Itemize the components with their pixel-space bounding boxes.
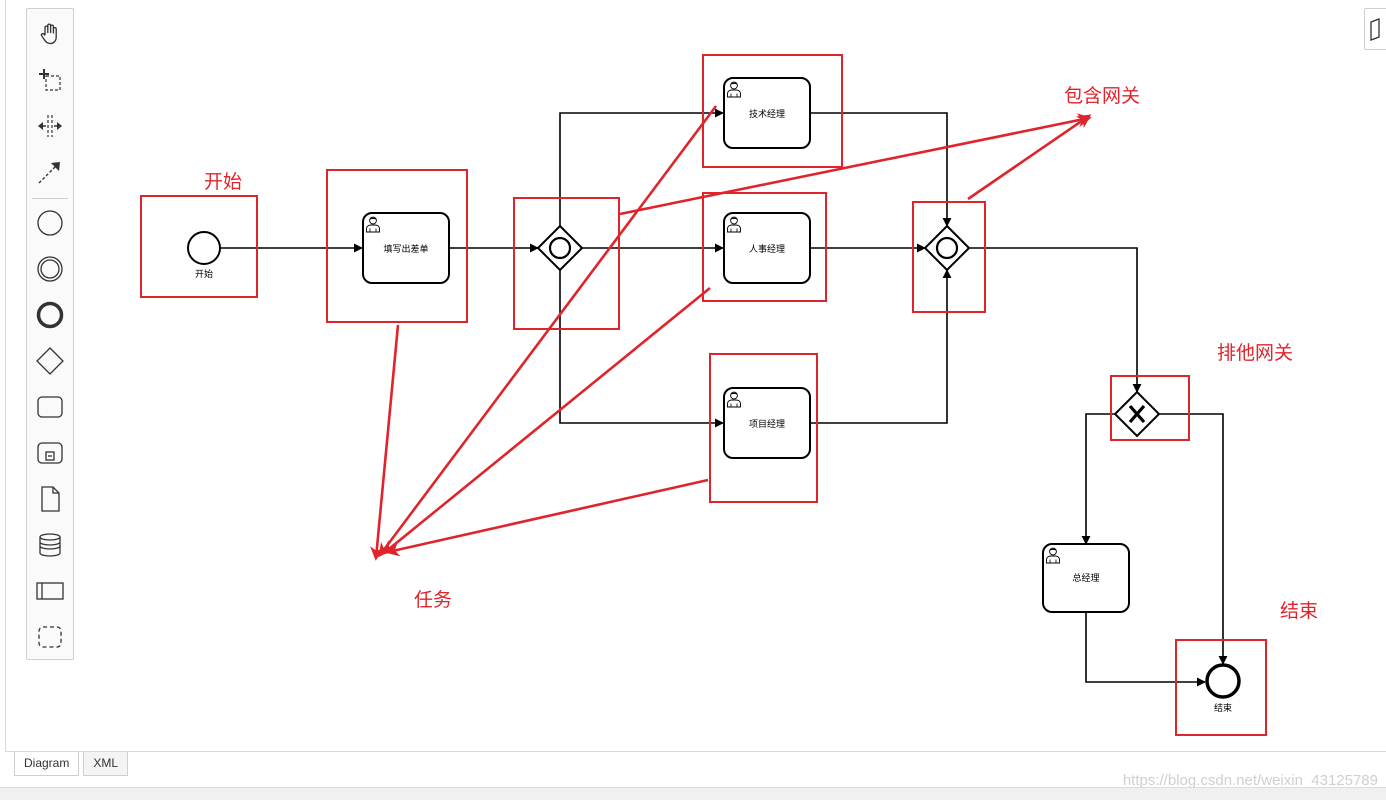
- palette-separator: [32, 198, 68, 199]
- annotation-box-split-gateway: [513, 197, 620, 330]
- hand-tool-icon[interactable]: [28, 13, 72, 55]
- tab-diagram[interactable]: Diagram: [14, 752, 80, 776]
- annotation-arrow-project-to-task: [385, 478, 709, 557]
- annotation-arrow-join-to-label: [967, 114, 1092, 201]
- start-event-label: 开始: [195, 268, 213, 280]
- task-project-manager[interactable]: [723, 387, 811, 459]
- annotation-box-fill-form: [326, 169, 468, 323]
- annotation-arrow-fill-form-to-task: [370, 324, 400, 561]
- annotation-label-task: 任务: [414, 589, 452, 611]
- watermark: https://blog.csdn.net/weixin_43125789: [1122, 772, 1378, 789]
- book-icon: [1370, 18, 1380, 41]
- space-tool-icon[interactable]: [28, 105, 72, 147]
- end-event-label: 结束: [1214, 702, 1232, 714]
- annotation-label-inclusive-gateway: 包含网关: [1064, 85, 1140, 107]
- flow-tech-to-join[interactable]: [810, 112, 952, 227]
- flow-join-to-exclusive[interactable]: [969, 247, 1142, 393]
- properties-panel-toggle[interactable]: [1364, 8, 1386, 50]
- inclusive-gateway-join[interactable]: [923, 224, 971, 272]
- end-event-icon[interactable]: [28, 294, 72, 336]
- bpmn-diagram: 开始 填写出差单 技术经理 人事经理 项目经理 总经理 结: [140, 54, 1318, 736]
- task-general-manager[interactable]: [1042, 543, 1130, 613]
- data-store-icon[interactable]: [28, 524, 72, 566]
- subprocess-icon[interactable]: [28, 432, 72, 474]
- connect-tool-icon[interactable]: [28, 151, 72, 193]
- flow-gm-to-end[interactable]: [1085, 612, 1206, 687]
- editor-tabs: Diagram XML: [14, 752, 129, 776]
- task-fill-form-label: 填写出差单: [383, 243, 428, 255]
- group-icon[interactable]: [28, 616, 72, 658]
- annotation-label-end: 结束: [1280, 600, 1318, 622]
- end-event[interactable]: [1205, 663, 1241, 699]
- task-project-manager-label: 项目经理: [749, 418, 785, 430]
- start-event-icon[interactable]: [28, 202, 72, 244]
- lasso-tool-icon[interactable]: [28, 59, 72, 101]
- task-hr-manager-label: 人事经理: [749, 243, 785, 255]
- annotation-box-start: [140, 195, 258, 298]
- data-object-icon[interactable]: [28, 478, 72, 520]
- annotation-box-join-gateway: [912, 201, 986, 313]
- flow-gateway-to-tech[interactable]: [559, 108, 724, 226]
- annotation-label-exclusive-gateway: 排他网关: [1217, 342, 1293, 364]
- flow-exclusive-to-end[interactable]: [1159, 413, 1228, 665]
- annotation-arrow-hr-to-task: [381, 286, 711, 555]
- annotation-box-end: [1175, 639, 1267, 736]
- task-icon[interactable]: [28, 386, 72, 428]
- task-hr-manager[interactable]: [723, 212, 811, 284]
- inclusive-gateway-split[interactable]: [536, 224, 584, 272]
- task-tech-manager[interactable]: [723, 77, 811, 149]
- bottom-bar: [0, 787, 1386, 800]
- task-tech-manager-label: 技术经理: [749, 108, 785, 120]
- annotation-box-exclusive-gateway: [1110, 375, 1190, 441]
- start-event[interactable]: [187, 231, 221, 265]
- intermediate-event-icon[interactable]: [28, 248, 72, 290]
- annotation-box-project: [709, 353, 818, 503]
- flow-exclusive-to-gm[interactable]: [1081, 413, 1115, 545]
- task-general-manager-label: 总经理: [1072, 572, 1099, 584]
- annotation-arrow-tech-to-task: [378, 105, 718, 558]
- tab-xml[interactable]: XML: [83, 752, 129, 776]
- flow-project-to-join[interactable]: [810, 269, 952, 424]
- annotation-arrow-split-to-label: [619, 113, 1092, 216]
- pool-icon[interactable]: [28, 570, 72, 612]
- exclusive-gateway[interactable]: [1113, 390, 1161, 438]
- annotation-label-start: 开始: [204, 171, 242, 193]
- annotation-box-hr: [702, 192, 827, 302]
- task-fill-form[interactable]: [362, 212, 450, 284]
- annotation-box-tech: [702, 54, 843, 168]
- gateway-icon[interactable]: [28, 340, 72, 382]
- flow-gateway-to-project[interactable]: [559, 270, 724, 428]
- tool-palette: [26, 8, 74, 660]
